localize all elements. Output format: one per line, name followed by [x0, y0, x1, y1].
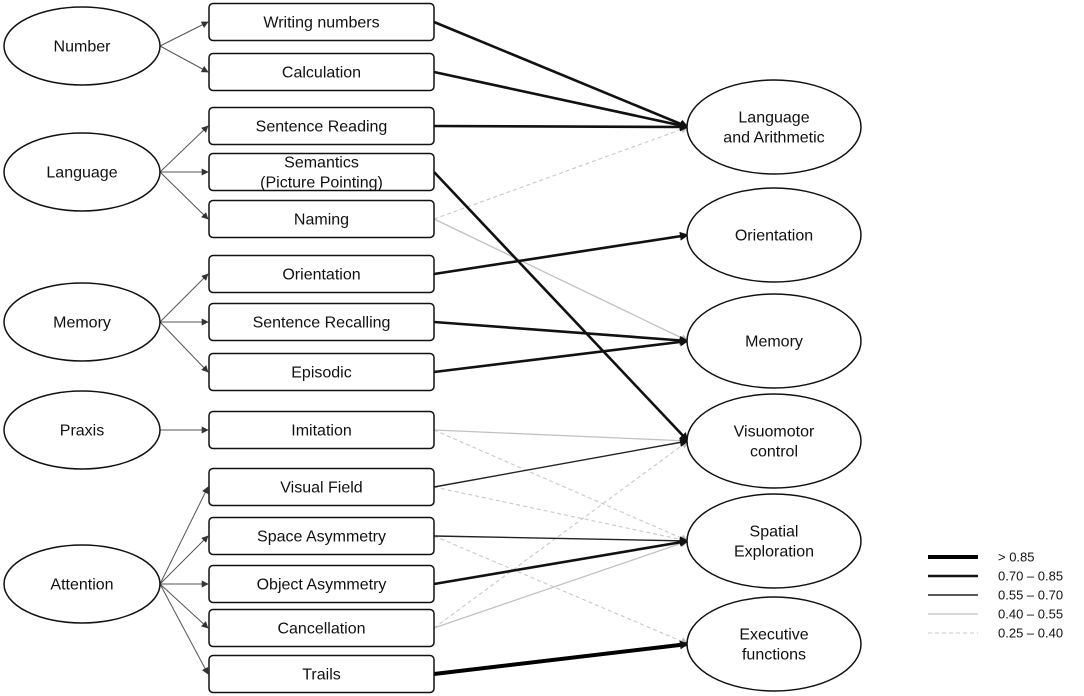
- test-imitation-label: Imitation: [291, 423, 351, 440]
- test-object-asymmetry-label: Object Asymmetry: [257, 577, 387, 594]
- legend-label: 0.25 – 0.40: [998, 626, 1063, 641]
- loading-cancellation-to-visuomotor: [433, 440, 689, 629]
- legend-item: 0.40 – 0.55: [928, 607, 1063, 622]
- legend-label: 0.70 – 0.85: [998, 569, 1063, 584]
- factor-visuomotor: Visuomotor control: [686, 393, 862, 489]
- test-visual-field: Visual Field: [208, 467, 435, 507]
- test-imitation: Imitation: [208, 410, 435, 450]
- test-sentence-reading-label: Sentence Reading: [256, 119, 388, 136]
- test-semantics: Semantics (Picture Pointing): [208, 152, 435, 192]
- loading-imitation-to-visuomotor: [433, 429, 689, 445]
- domain-links: [159, 21, 209, 675]
- domain-praxis-label: Praxis: [60, 423, 104, 440]
- domain-attention: Attention: [3, 544, 161, 624]
- test-sentence-recalling: Sentence Recalling: [208, 302, 435, 342]
- test-cancellation-label: Cancellation: [277, 621, 365, 638]
- test-naming-label: Naming: [294, 212, 349, 229]
- loading-trails-to-executive: [433, 640, 689, 676]
- loading-semantics-to-visuomotor: [433, 171, 689, 442]
- test-sentence-recalling-label: Sentence Recalling: [253, 315, 391, 332]
- loading-writing-numbers-to-lang-arith: [433, 20, 689, 129]
- test-visual-field-label: Visual Field: [280, 480, 362, 497]
- factor-spatial-label: Spatial: [750, 524, 799, 541]
- factor-executive-label: functions: [742, 647, 806, 664]
- factor-spatial-label: Exploration: [734, 544, 814, 561]
- domain-memory-label: Memory: [53, 315, 111, 332]
- test-naming: Naming: [208, 199, 435, 239]
- test-writing-numbers: Writing numbers: [208, 2, 435, 42]
- link-attention-to-space-asymmetry: [159, 535, 209, 585]
- link-language-to-sentence-reading: [159, 125, 209, 173]
- factor-memory-factor: Memory: [686, 293, 862, 389]
- link-memory-to-orientation-test: [159, 273, 209, 323]
- test-semantics-label: (Picture Pointing): [260, 175, 383, 192]
- legend-item: 0.55 – 0.70: [928, 588, 1063, 603]
- legend-item: 0.25 – 0.40: [928, 626, 1063, 641]
- link-attention-to-visual-field: [159, 486, 209, 585]
- loading-space-asymmetry-to-spatial: [433, 535, 689, 546]
- test-trails: Trails: [208, 654, 435, 694]
- link-number-to-calculation: [159, 45, 209, 73]
- legend-item: 0.70 – 0.85: [928, 569, 1063, 584]
- loading-sentence-reading-to-lang-arith: [433, 122, 689, 132]
- loading-orientation-test-to-orientation-factor: [433, 231, 689, 276]
- factor-visuomotor-label: control: [750, 444, 798, 461]
- loading-sentence-recalling-to-memory-factor: [433, 320, 689, 345]
- factor-orientation-factor-label: Orientation: [735, 228, 813, 245]
- loading-visual-field-to-visuomotor: [433, 438, 689, 488]
- domain-memory: Memory: [3, 282, 161, 362]
- factor-memory-factor-label: Memory: [745, 334, 803, 351]
- test-space-asymmetry: Space Asymmetry: [208, 516, 435, 556]
- domain-number-label: Number: [54, 39, 112, 56]
- legend-item: > 0.85: [928, 550, 1035, 565]
- factor-executive-label: Executive: [739, 627, 808, 644]
- legend-label: > 0.85: [998, 550, 1035, 565]
- domain-language-label: Language: [46, 165, 117, 182]
- test-calculation: Calculation: [208, 52, 435, 92]
- link-attention-to-cancellation: [159, 583, 209, 629]
- legend-label: 0.40 – 0.55: [998, 607, 1063, 622]
- legend: > 0.85 0.70 – 0.85 0.55 – 0.70 0.40 – 0.55 0…: [928, 550, 1063, 641]
- loading-calculation-to-lang-arith: [433, 70, 689, 130]
- test-calculation-label: Calculation: [282, 65, 361, 82]
- factor-lang-arith-label: and Arithmetic: [723, 130, 824, 147]
- domain-praxis: Praxis: [3, 390, 161, 470]
- test-object-asymmetry: Object Asymmetry: [208, 564, 435, 604]
- test-orientation-test: Orientation: [208, 254, 435, 294]
- factor-lang-arith-label: Language: [738, 110, 809, 127]
- domain-number: Number: [3, 6, 161, 86]
- factor-executive: Executive functions: [686, 596, 862, 692]
- loading-cancellation-to-spatial: [433, 539, 689, 629]
- link-number-to-writing-numbers: [159, 21, 209, 47]
- domain-language: Language: [3, 132, 161, 212]
- test-episodic: Episodic: [208, 352, 435, 392]
- loading-imitation-to-spatial: [433, 429, 689, 542]
- loading-visual-field-to-spatial: [433, 486, 689, 544]
- test-writing-numbers-label: Writing numbers: [263, 15, 379, 32]
- loading-naming-to-lang-arith: [433, 125, 689, 220]
- factor-orientation-factor: Orientation: [686, 187, 862, 283]
- test-cancellation: Cancellation: [208, 608, 435, 648]
- test-episodic-label: Episodic: [291, 365, 351, 382]
- loading-space-asymmetry-to-executive: [433, 535, 689, 645]
- domain-attention-label: Attention: [50, 577, 113, 594]
- factor-visuomotor-label: Visuomotor: [734, 424, 815, 441]
- test-trails-label: Trails: [302, 667, 341, 684]
- factor-lang-arith: Language and Arithmetic: [686, 79, 862, 175]
- loading-object-asymmetry-to-spatial: [433, 537, 689, 586]
- legend-label: 0.55 – 0.70: [998, 588, 1063, 603]
- link-language-to-naming: [159, 171, 209, 220]
- test-orientation-test-label: Orientation: [282, 267, 360, 284]
- link-attention-to-trails: [159, 583, 209, 675]
- loading-links: [433, 20, 689, 676]
- test-sentence-reading: Sentence Reading: [208, 106, 435, 146]
- loading-episodic-to-memory-factor: [433, 337, 689, 374]
- test-space-asymmetry-label: Space Asymmetry: [257, 529, 386, 546]
- link-memory-to-episodic: [159, 321, 209, 373]
- loading-naming-to-memory-factor: [433, 218, 689, 342]
- test-semantics-label: Semantics: [284, 155, 359, 172]
